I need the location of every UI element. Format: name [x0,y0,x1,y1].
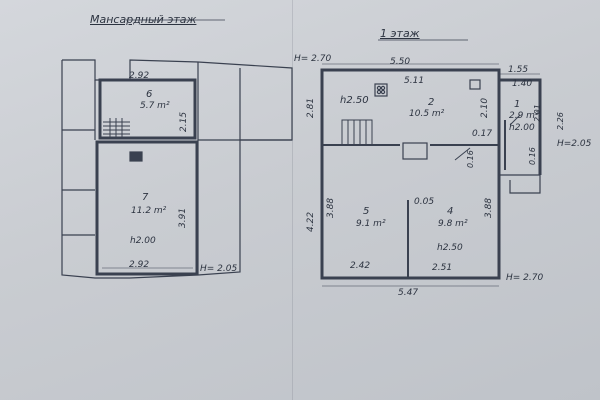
floor1-elevation-right: H=2.05 [557,139,592,149]
room-1-area: 2.9 m² [509,111,539,121]
stove [402,142,428,160]
dim-top-overall: 5.50 [390,57,411,67]
mansard-title: Мансардный этаж [90,13,197,26]
paper-fold [292,0,293,400]
dim-left-lower: 4.22 [306,211,316,232]
porch-outline [499,174,541,194]
dim-bottom-left: 2.42 [350,261,371,271]
dim-left-upper: 2.81 [306,97,316,118]
sink [469,79,481,90]
floor1-plan [320,39,542,287]
dim-partition-a: 2.10 [480,97,490,118]
mansard-elevation: H= 2.05 [200,264,238,274]
room-2-height: h2.50 [340,95,369,106]
mansard-dim-side: 3.91 [178,207,188,228]
room-6-area: 5.7 m² [140,101,170,111]
dim-inner-top: 5.11 [404,76,425,86]
hob [374,83,388,97]
room-6-walls [98,78,197,140]
room-5-number: 5 [363,206,370,217]
dim-partition-b: 0.17 [472,129,493,139]
room-2-area: 10.5 m² [409,109,445,119]
room-4-height: h2.50 [437,243,463,253]
dim-annex-side-a: 2.01 [533,104,542,122]
dim-partition-c: 0.16 [466,150,475,168]
mansard-stair [103,118,130,138]
dim-bottom-overall: 5.47 [398,288,419,298]
dim-room4-side: 3.88 [484,197,494,218]
dim-annex-side-b: 2.26 [556,112,565,130]
room-7-height: h2.00 [130,236,156,246]
room-1-height: h2.00 [509,123,535,133]
floor1-elevation-top: H= 2.70 [294,54,332,64]
mansard-plan [61,19,293,279]
floor1-outer-wall [320,68,501,280]
dim-annex-small: 0.16 [528,147,537,165]
room-7-walls [95,140,199,276]
room-7-number: 7 [142,192,149,203]
dim-partition-d: 0.05 [414,197,435,207]
annex-wall [499,78,542,175]
mansard-chimney [129,151,143,162]
room-4-number: 4 [447,206,454,217]
dim-bottom-right: 2.51 [432,263,453,273]
door-arc [509,114,521,126]
room-5-area: 9.1 m² [356,219,386,229]
floor1-stair [341,119,373,146]
mansard-dim-top: 2.92 [129,71,150,81]
dim-room5-side: 3.88 [326,197,336,218]
mansard-dim-bottom: 2.92 [129,260,150,270]
room-7-area: 11.2 m² [131,206,167,216]
floor1-elevation-bottom: H= 2.70 [506,273,544,283]
dim-annex-inner: 1.40 [512,79,533,89]
room-2-number: 2 [428,97,435,108]
room-6-number: 6 [146,89,153,100]
floor1-title: 1 этаж [380,27,420,40]
room-4-area: 9.8 m² [438,219,468,229]
door-arc [454,147,471,161]
dim-top-annex: 1.55 [508,65,529,75]
room-1-number: 1 [514,99,521,110]
mansard-dim-stair: 2.15 [179,111,189,132]
